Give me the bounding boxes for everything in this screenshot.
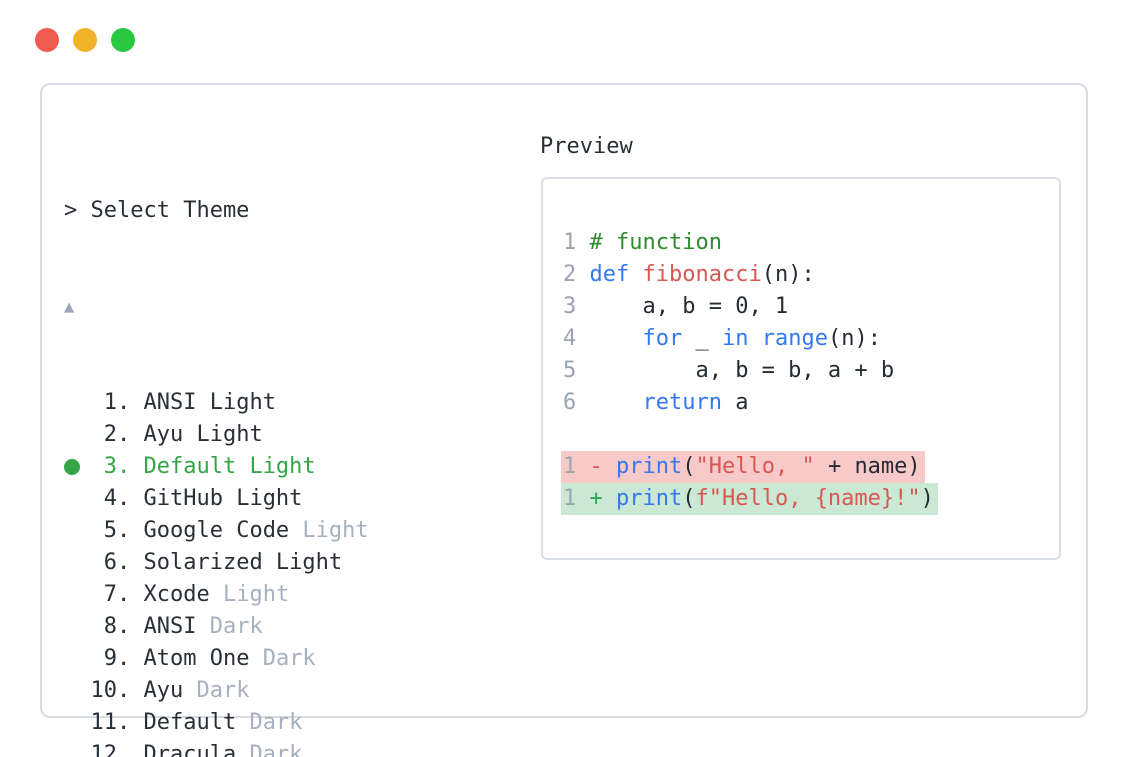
theme-item-number: 8. <box>64 614 144 639</box>
line-number: 1 <box>563 454 590 479</box>
theme-item-number: 12. <box>64 742 144 757</box>
theme-item-name: ANSI <box>143 614 197 639</box>
theme-list-item[interactable]: 1. ANSI Light <box>64 387 845 419</box>
theme-item-variant: Dark <box>236 710 303 735</box>
theme-list-item[interactable]: 3. Default Light <box>64 451 845 483</box>
diff-line-added: 1 + print(f"Hello, {name}!") <box>561 483 1059 515</box>
theme-item-number: 9. <box>64 646 144 671</box>
line-number: 2 <box>563 262 590 287</box>
theme-item-number: 1. <box>64 390 144 415</box>
theme-item-name: Default Light <box>143 454 316 479</box>
theme-list-column: > Select Theme ▲ 1. ANSI Light 2. Ayu Li… <box>64 131 845 757</box>
preview-box: 1 # function 2 def fibonacci(n): 3 a, b = … <box>541 177 1061 560</box>
code-line: 5 a, b = b, a + b <box>563 358 895 383</box>
line-number: 3 <box>563 294 590 319</box>
theme-item-name: Ayu <box>143 678 184 703</box>
code-preview: 1 # function 2 def fibonacci(n): 3 a, b = … <box>543 179 1059 515</box>
theme-list-item[interactable]: 9. Atom One Dark <box>64 643 845 675</box>
theme-item-variant: Dark <box>183 678 250 703</box>
theme-item-name: GitHub Light <box>143 486 303 511</box>
theme-item-name: Solarized Light <box>143 550 343 575</box>
line-number: 5 <box>563 358 590 383</box>
theme-list-item[interactable]: 10. Ayu Dark <box>64 675 845 707</box>
minimize-window-button[interactable] <box>73 28 97 52</box>
code-line: 4 for _ in range(n): <box>563 326 881 351</box>
theme-item-variant: Light <box>289 518 369 543</box>
theme-item-name: Google Code <box>143 518 290 543</box>
theme-item-name: Default <box>143 710 237 735</box>
close-window-button[interactable] <box>35 28 59 52</box>
active-theme-dot-icon <box>64 459 80 475</box>
zoom-window-button[interactable] <box>111 28 135 52</box>
theme-list-item[interactable]: 7. Xcode Light <box>64 579 845 611</box>
theme-list: 1. ANSI Light 2. Ayu Light 3. Default Li… <box>64 387 845 757</box>
theme-item-number: 4. <box>64 486 144 511</box>
window-controls <box>35 28 135 52</box>
line-number: 4 <box>563 326 590 351</box>
theme-item-variant: Dark <box>196 614 263 639</box>
code-line: 2 def fibonacci(n): <box>563 262 815 287</box>
theme-list-item[interactable]: 8. ANSI Dark <box>64 611 845 643</box>
theme-item-name: Ayu Light <box>143 422 263 447</box>
theme-item-name: Atom One <box>143 646 250 671</box>
code-line <box>563 419 1059 451</box>
diff-line-removed: 1 - print("Hello, " + name) <box>561 451 1059 483</box>
theme-list-item[interactable]: 6. Solarized Light <box>64 547 845 579</box>
theme-item-number: 3. <box>64 454 144 479</box>
scroll-up-icon[interactable]: ▲ <box>64 297 75 317</box>
theme-list-item[interactable]: 5. Google Code Light <box>64 515 845 547</box>
theme-item-number: 11. <box>64 710 144 735</box>
theme-item-variant: Light <box>209 582 290 607</box>
line-number: 1 <box>563 230 590 255</box>
theme-item-variant: Dark <box>236 742 303 757</box>
theme-item-name: ANSI Light <box>143 390 276 415</box>
theme-item-variant: Dark <box>249 646 316 671</box>
theme-item-number: 10. <box>64 678 144 703</box>
theme-item-number: 2. <box>64 422 144 447</box>
theme-item-number: 5. <box>64 518 144 543</box>
preview-label: Preview <box>540 134 633 159</box>
theme-item-number: 6. <box>64 550 144 575</box>
select-theme-prompt: > Select Theme <box>64 198 250 223</box>
theme-list-item[interactable]: 4. GitHub Light <box>64 483 845 515</box>
code-line: 1 # function <box>563 230 722 255</box>
theme-item-number: 7. <box>64 582 144 607</box>
line-number: 6 <box>563 390 590 415</box>
line-number: 1 <box>563 486 590 511</box>
code-line: 3 a, b = 0, 1 <box>563 294 789 319</box>
theme-list-item[interactable]: 12. Dracula Dark <box>64 739 845 757</box>
theme-list-item[interactable]: 2. Ayu Light <box>64 419 845 451</box>
theme-item-name: Dracula <box>143 742 237 757</box>
theme-selector-panel: > Select Theme ▲ 1. ANSI Light 2. Ayu Li… <box>40 83 1088 757</box>
theme-item-name: Xcode <box>143 582 210 607</box>
code-line: 6 return a <box>563 390 749 415</box>
theme-list-item[interactable]: 11. Default Dark <box>64 707 845 739</box>
